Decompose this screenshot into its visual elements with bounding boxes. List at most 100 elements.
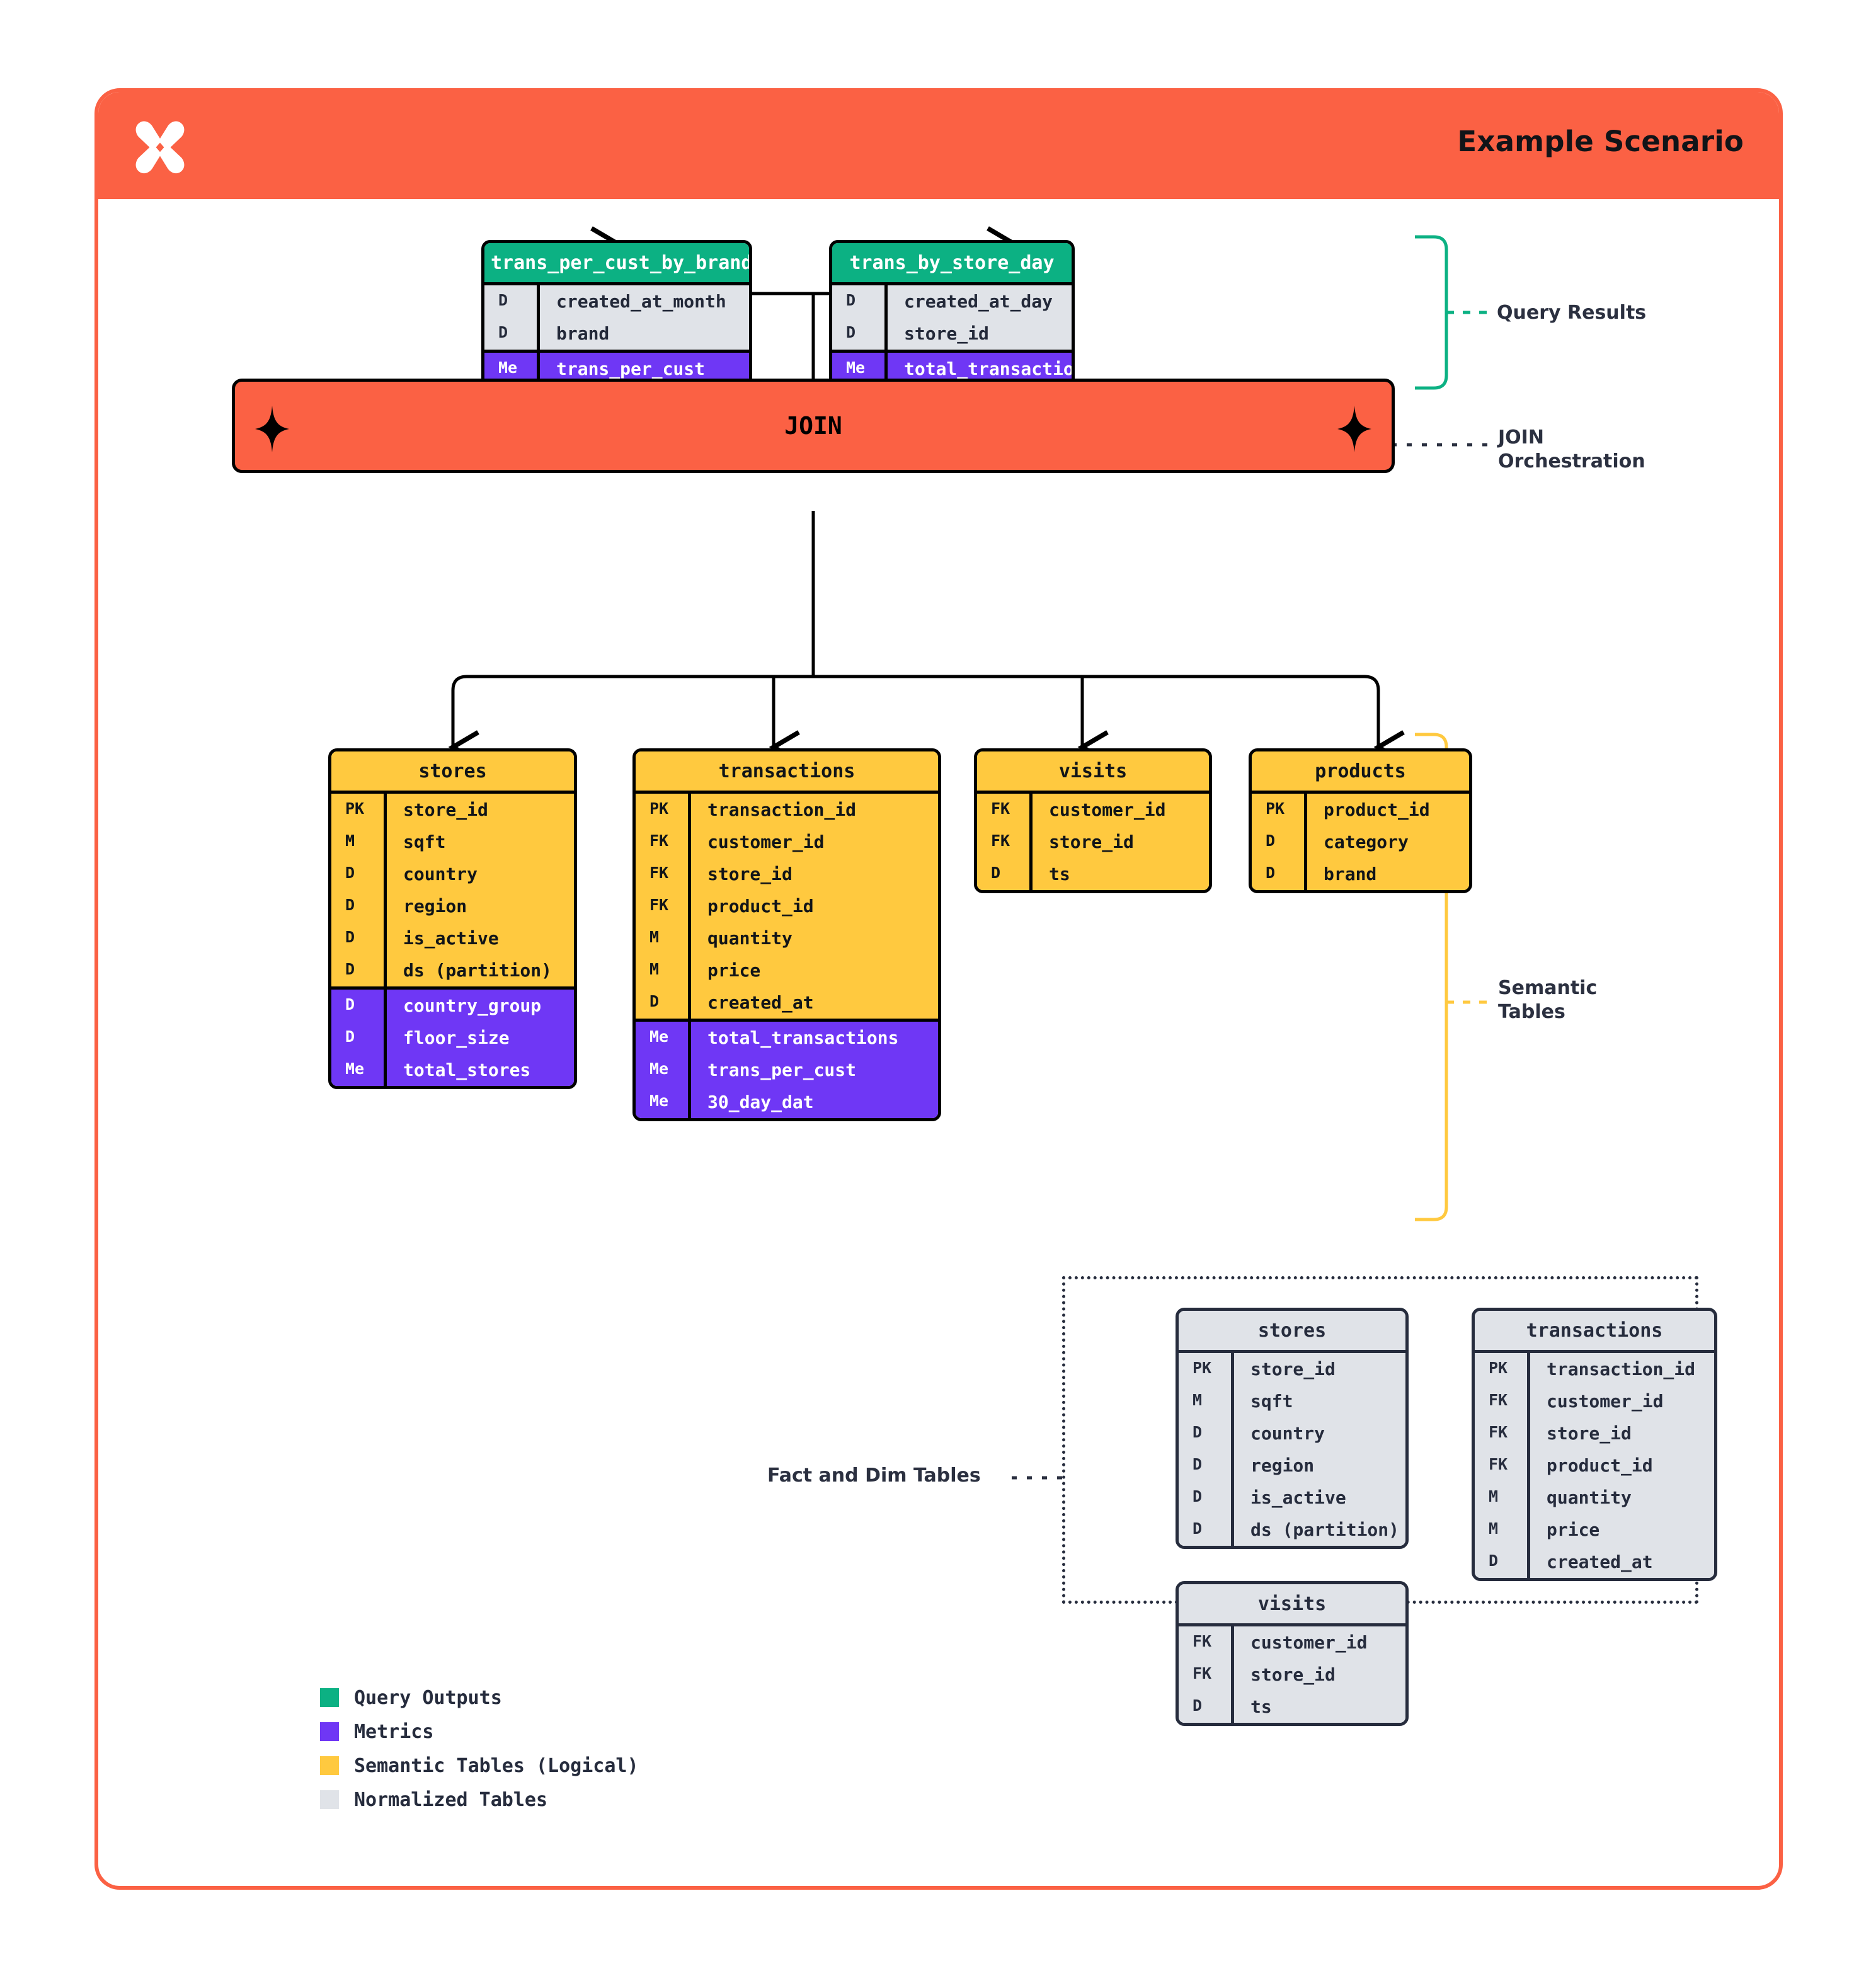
row-field: ds (partition) bbox=[1250, 1519, 1400, 1540]
row-key: D bbox=[832, 285, 888, 317]
table-header: stores bbox=[1179, 1311, 1405, 1353]
row-field: country bbox=[403, 864, 478, 884]
row-key: M bbox=[1475, 1482, 1530, 1514]
legend-swatch-normalized-tables bbox=[320, 1790, 339, 1809]
join-orchestration-bar[interactable]: JOIN bbox=[232, 379, 1395, 473]
row-key: D bbox=[484, 285, 540, 317]
legend-item: Normalized Tables bbox=[320, 1783, 639, 1817]
row-key: PK bbox=[1252, 794, 1307, 826]
row-key: M bbox=[636, 954, 691, 986]
row-field: transaction_id bbox=[707, 799, 857, 820]
row-field: created_at bbox=[707, 992, 814, 1013]
x-mark-logo-icon bbox=[135, 121, 185, 174]
row-key: FK bbox=[1475, 1385, 1530, 1417]
card-header: Example Scenario bbox=[98, 92, 1779, 199]
row-field: is_active bbox=[403, 928, 499, 949]
row-key: M bbox=[1179, 1385, 1234, 1417]
table-header: products bbox=[1252, 751, 1469, 794]
row-key: Me bbox=[484, 353, 540, 385]
legend-label: Query Outputs bbox=[354, 1686, 502, 1709]
table-header: transactions bbox=[1475, 1311, 1714, 1353]
row-key: FK bbox=[636, 826, 691, 858]
row-key: M bbox=[636, 922, 691, 954]
legend-swatch-query-outputs bbox=[320, 1688, 339, 1707]
row-key: D bbox=[331, 990, 387, 1022]
row-field: 30_day_dat bbox=[707, 1092, 814, 1112]
row-field: store_id bbox=[707, 864, 792, 884]
row-field: customer_id bbox=[707, 831, 825, 852]
table-row: D created_at_month bbox=[484, 285, 749, 317]
legend-swatch-metrics bbox=[320, 1722, 339, 1741]
table-header: stores bbox=[331, 751, 574, 794]
annotation-line-1: JOIN bbox=[1498, 426, 1544, 448]
row-field: created_at_day bbox=[904, 291, 1053, 312]
row-key: D bbox=[636, 986, 691, 1019]
row-key: Me bbox=[331, 1054, 387, 1086]
row-key: D bbox=[977, 858, 1033, 890]
row-field: sqft bbox=[1250, 1391, 1293, 1412]
sparkle-icon bbox=[1337, 406, 1371, 452]
row-key: D bbox=[331, 954, 387, 986]
annotation-join-orchestration: JOIN Orchestration bbox=[1498, 426, 1645, 474]
row-field: total_transactions bbox=[707, 1027, 899, 1048]
row-field: price bbox=[707, 960, 761, 981]
row-field: store_id bbox=[904, 323, 989, 344]
row-key: PK bbox=[1179, 1353, 1234, 1385]
row-key: D bbox=[331, 890, 387, 922]
legend-label: Normalized Tables bbox=[354, 1788, 548, 1811]
sparkle-icon bbox=[255, 406, 289, 452]
row-field: transaction_id bbox=[1547, 1359, 1696, 1380]
legend-label: Metrics bbox=[354, 1720, 434, 1743]
row-field: region bbox=[403, 896, 467, 917]
row-field: store_id bbox=[1049, 831, 1134, 852]
row-field: customer_id bbox=[1547, 1391, 1664, 1412]
row-key: FK bbox=[1475, 1417, 1530, 1449]
row-key: Me bbox=[832, 353, 888, 385]
query-result-table-2[interactable]: trans_by_store_day D created_at_day D st… bbox=[829, 240, 1075, 388]
row-field: created_at_month bbox=[556, 291, 726, 312]
table-header: transactions bbox=[636, 751, 938, 794]
row-key: PK bbox=[1475, 1353, 1530, 1385]
page-title: Example Scenario bbox=[1457, 125, 1744, 158]
normalized-table-transactions[interactable]: transactions PK transaction_id FK customer… bbox=[1472, 1308, 1717, 1581]
annotation-line-2: Orchestration bbox=[1498, 450, 1645, 473]
query-result-table-1[interactable]: trans_per_cust_by_brand_month D created_… bbox=[481, 240, 752, 388]
row-field: total_transactions bbox=[904, 358, 1074, 379]
row-field: quantity bbox=[1547, 1487, 1632, 1508]
table-row: Me trans_per_cust bbox=[484, 353, 749, 385]
row-field: product_id bbox=[1324, 799, 1430, 820]
row-field: quantity bbox=[707, 928, 792, 949]
scenario-card: Example Scenario trans_ bbox=[94, 88, 1783, 1890]
row-field: trans_per_cust bbox=[707, 1060, 857, 1080]
row-field: customer_id bbox=[1250, 1632, 1368, 1653]
legend-item: Query Outputs bbox=[320, 1681, 639, 1715]
row-key: D bbox=[1252, 858, 1307, 890]
row-key: D bbox=[1179, 1417, 1234, 1449]
